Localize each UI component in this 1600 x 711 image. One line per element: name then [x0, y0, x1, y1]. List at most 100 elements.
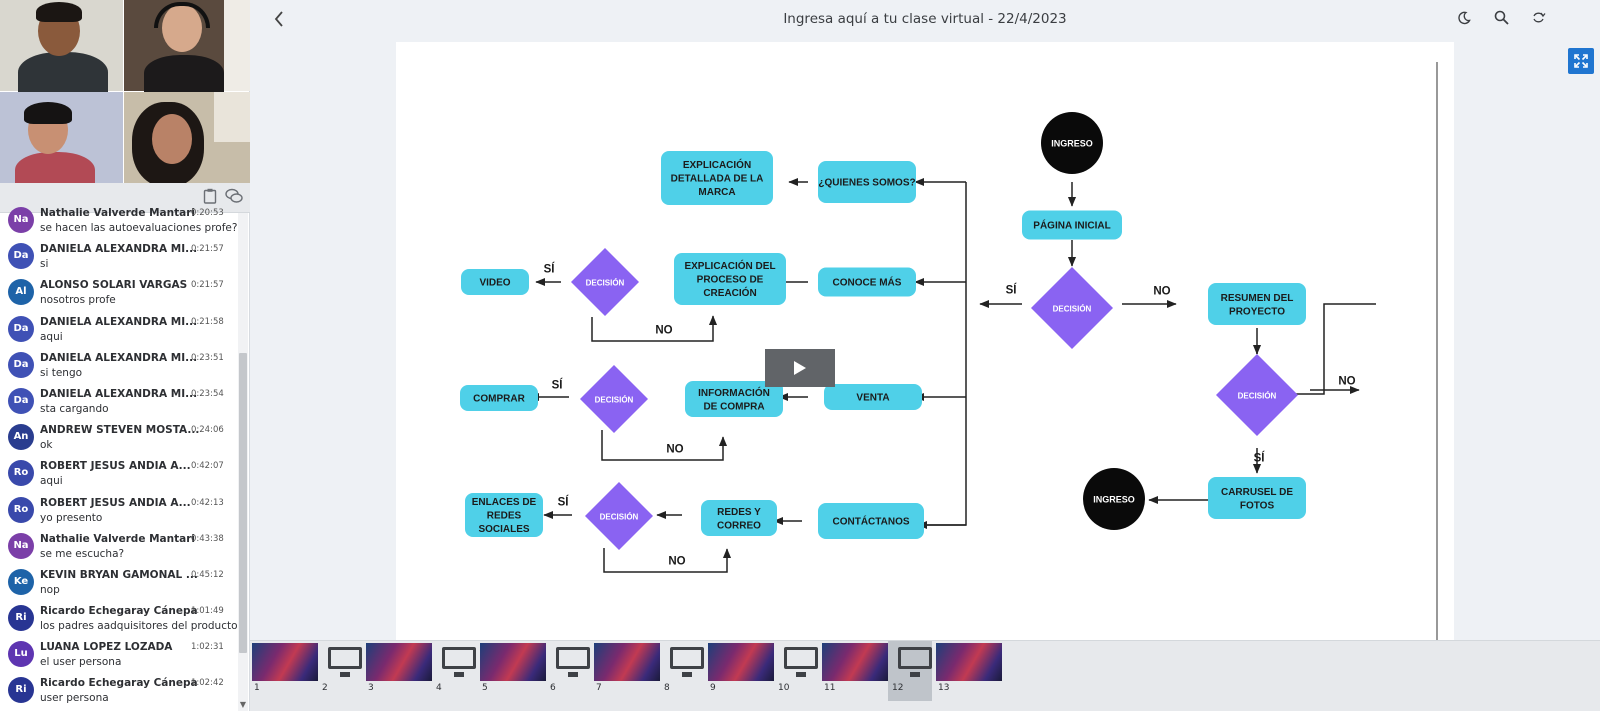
- monitor-stand: [796, 672, 806, 677]
- redes-correo-node: [701, 500, 777, 536]
- slide-thumbnail[interactable]: 8: [660, 641, 704, 701]
- slide-thumbnail[interactable]: 12: [888, 641, 932, 701]
- comprar-node: [460, 385, 538, 411]
- video-tile-3[interactable]: [0, 92, 123, 192]
- slide-thumbnail[interactable]: 11: [820, 641, 888, 701]
- monitor-icon: [556, 647, 590, 669]
- slide-thumbnail[interactable]: 2: [318, 641, 362, 701]
- chat-timestamp: 0:42:07: [191, 461, 224, 472]
- slide-thumbnail[interactable]: 1: [250, 641, 318, 701]
- decision-right-node: [1216, 354, 1298, 436]
- window-background: [214, 92, 250, 142]
- play-button[interactable]: [765, 349, 835, 387]
- info-compra-node-label: INFORMACIÓN: [698, 386, 770, 399]
- slide-thumbnail[interactable]: 7: [592, 641, 660, 701]
- chat-sender-name: ALONSO SOLARI VARGAS: [40, 279, 188, 292]
- moon-icon[interactable]: [1453, 9, 1475, 31]
- video-tile-4[interactable]: [124, 92, 250, 187]
- thumbnail-number: 1: [254, 683, 260, 693]
- label-si-main: SÍ: [1006, 284, 1018, 297]
- avatar: Ro: [8, 460, 34, 487]
- resumen-node-label: RESUMEN DEL: [1221, 293, 1294, 304]
- chat-timestamp: 0:42:13: [191, 497, 224, 508]
- thumbnail-number: 5: [482, 683, 488, 693]
- thumbnail-image: [936, 643, 1002, 681]
- chat-sender-name: DANIELA ALEXANDRA MI...: [40, 387, 198, 400]
- chat-message-text: sta cargando: [40, 402, 109, 415]
- scrollbar-thumb[interactable]: [239, 353, 247, 653]
- decision-3-node: [585, 482, 653, 550]
- thumbnail-number: 11: [824, 683, 836, 693]
- slide-thumbnail[interactable]: 9: [706, 641, 774, 701]
- decision-1-node: [571, 248, 639, 316]
- slide-thumbnail[interactable]: 5: [478, 641, 546, 701]
- comprar-node-label: COMPRAR: [473, 394, 525, 405]
- conoce-node: [818, 267, 916, 297]
- quienes-node: [818, 161, 916, 203]
- info-compra-node-label: DE COMPRA: [703, 401, 764, 412]
- monitor-stand: [454, 672, 464, 677]
- participant-hair: [24, 102, 72, 124]
- video-tile-2[interactable]: [124, 0, 250, 95]
- clipboard-icon[interactable]: [200, 188, 220, 208]
- video-tile-1[interactable]: [0, 0, 123, 97]
- monitor-icon: [784, 647, 818, 669]
- avatar: Ri: [8, 605, 34, 632]
- participant-hair: [36, 2, 82, 22]
- chat-sender-name: DANIELA ALEXANDRA MI...: [40, 315, 198, 328]
- monitor-icon: [670, 647, 704, 669]
- slide-thumbnail[interactable]: 3: [364, 641, 432, 701]
- play-icon: [794, 361, 806, 375]
- chat-message-text: los padres aadquisitores del producto: [40, 620, 238, 633]
- slide-thumbnail[interactable]: 6: [546, 641, 590, 701]
- chat-message-text: nosotros profe: [40, 294, 116, 307]
- chat-message-text: user persona: [40, 692, 109, 705]
- chat-sender-name: Ricardo Echegaray Cánepa: [40, 677, 198, 690]
- avatar: Da: [8, 315, 34, 342]
- chat-timestamp: 0:23:54: [191, 388, 224, 399]
- label-no-3: NO: [668, 556, 685, 568]
- chat-scrollbar[interactable]: ▼: [238, 213, 248, 711]
- venta-node: [824, 384, 922, 410]
- chat-sender-name: DANIELA ALEXANDRA MI...: [40, 351, 198, 364]
- video-node-label: VIDEO: [479, 278, 510, 289]
- slide-thumbnail[interactable]: 10: [774, 641, 818, 701]
- label-no-1: NO: [655, 325, 672, 337]
- back-button[interactable]: [268, 7, 292, 31]
- thumbnail-number: 9: [710, 683, 716, 693]
- chat-sender-name: LUANA LOPEZ LOZADA: [40, 641, 173, 654]
- rotate-icon[interactable]: [1527, 9, 1549, 31]
- fullscreen-button[interactable]: [1568, 48, 1594, 74]
- monitor-stand: [340, 672, 350, 677]
- slide-thumbnail[interactable]: 4: [432, 641, 476, 701]
- search-icon[interactable]: [1490, 9, 1512, 31]
- chat-sender-name: ROBERT JESUS ANDIA A...: [40, 460, 191, 473]
- explicacion-proceso-node-label: CREACIÓN: [703, 286, 756, 299]
- chat-message-text: si: [40, 258, 49, 271]
- resumen-node: [1208, 283, 1306, 325]
- slide-thumbnail[interactable]: 13: [934, 641, 1002, 701]
- thumbnail-image: [594, 643, 660, 681]
- chat-message-text: si tengo: [40, 366, 83, 379]
- headphones-shape: [154, 2, 210, 28]
- thumbnail-number: 2: [322, 683, 328, 693]
- resumen-node-label: PROYECTO: [1229, 306, 1285, 317]
- chat-bubbles-icon[interactable]: [224, 188, 244, 208]
- chat-timestamp: 1:01:49: [191, 606, 224, 617]
- redes-correo-node-label: CORREO: [717, 520, 761, 531]
- carrusel-node-label: FOTOS: [1240, 500, 1275, 511]
- chat-timestamp: 0:20:53: [191, 208, 224, 218]
- flowchart-connector: [603, 548, 732, 573]
- explicacion-marca-node: [661, 151, 773, 205]
- label-si-2: SÍ: [552, 379, 564, 392]
- scroll-down-arrow-icon[interactable]: ▼: [239, 700, 247, 709]
- avatar: Ke: [8, 568, 34, 595]
- thumbnail-image: [480, 643, 546, 681]
